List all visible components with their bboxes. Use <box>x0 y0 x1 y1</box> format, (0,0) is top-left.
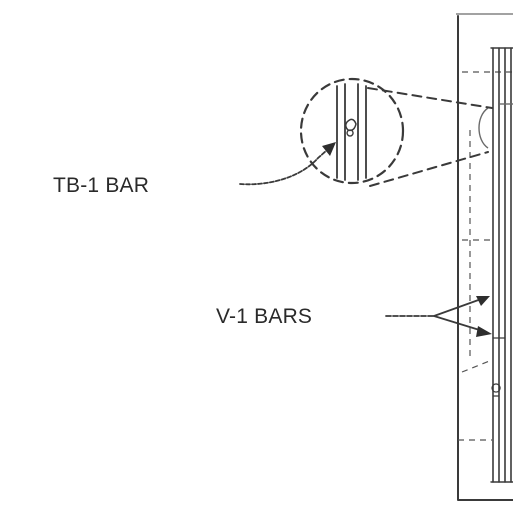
v1-bars-leader <box>385 296 492 337</box>
tb1-bar-hook <box>344 118 357 132</box>
tb1-bar-label: TB-1 BAR <box>53 174 149 197</box>
v1-vertical-bars <box>490 47 513 483</box>
detail-location-circle <box>478 103 513 149</box>
tb1-bar-leader <box>239 142 336 186</box>
wall-dashed-lines <box>458 71 513 441</box>
v1-bars-label: V-1 BARS <box>216 305 312 328</box>
detail-callout-circle <box>299 77 405 185</box>
wall-section-outline <box>456 13 513 501</box>
detail-projection-lines <box>367 87 493 187</box>
